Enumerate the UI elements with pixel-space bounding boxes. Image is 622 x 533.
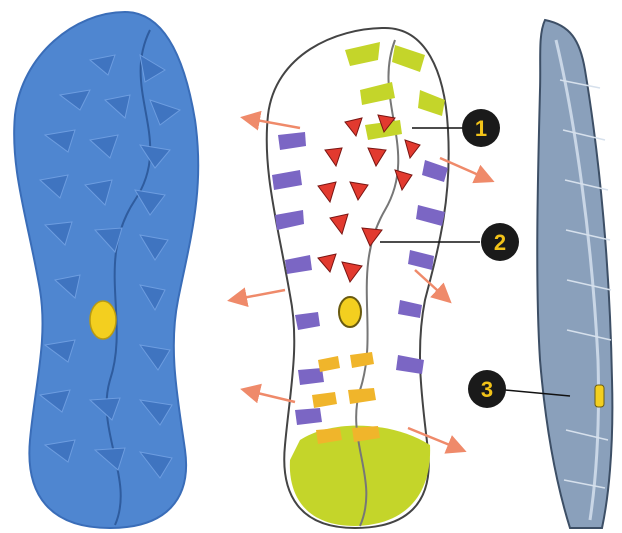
center-sole bbox=[232, 28, 490, 528]
callout-1: 1 bbox=[462, 109, 500, 147]
callout-3-label: 3 bbox=[481, 377, 493, 402]
vibram-logo-icon bbox=[595, 385, 604, 407]
callout-3: 3 bbox=[468, 370, 506, 408]
callout-1-label: 1 bbox=[475, 116, 487, 141]
vibram-logo-icon bbox=[339, 297, 361, 327]
vibram-logo-icon bbox=[90, 301, 116, 339]
callout-2: 2 bbox=[481, 223, 519, 261]
blue-sole bbox=[14, 12, 198, 528]
callout-2-label: 2 bbox=[494, 230, 506, 255]
side-sole bbox=[537, 20, 612, 528]
